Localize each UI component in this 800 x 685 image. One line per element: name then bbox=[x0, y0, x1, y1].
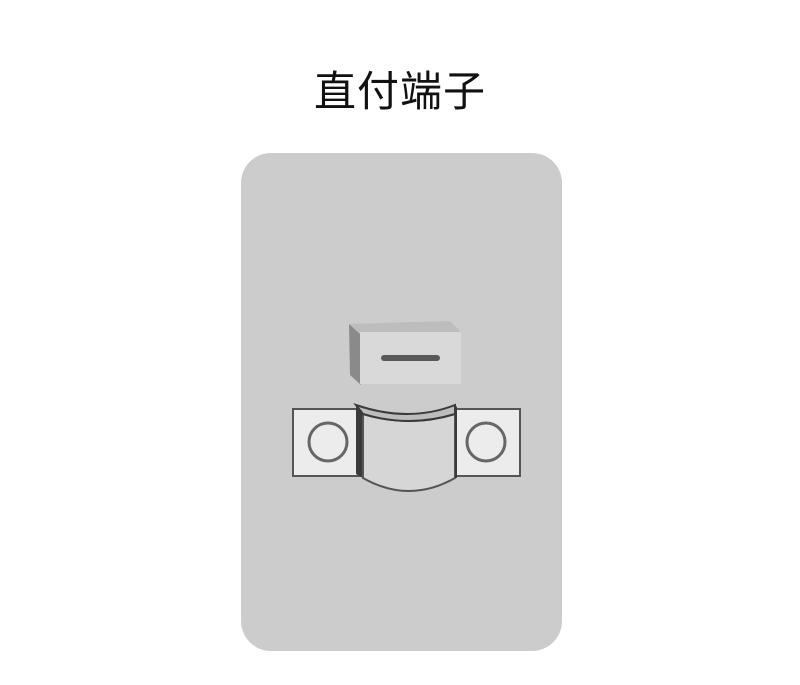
terminal-cover-icon bbox=[349, 321, 461, 385]
diagram-title: 直付端子 bbox=[313, 67, 486, 116]
wire-clamp-icon bbox=[353, 402, 457, 492]
screw-hole-left-icon bbox=[307, 421, 349, 463]
mounting-bracket bbox=[292, 408, 521, 477]
cover-slot bbox=[381, 355, 440, 361]
clamp-body bbox=[362, 412, 456, 492]
faceplate-panel bbox=[241, 153, 562, 651]
clamp-left-edge bbox=[356, 405, 363, 478]
cover-side-face bbox=[349, 324, 361, 385]
cover-top-face bbox=[349, 321, 461, 334]
screw-hole-right-icon bbox=[465, 421, 507, 463]
clamp-right-edge bbox=[455, 405, 457, 478]
